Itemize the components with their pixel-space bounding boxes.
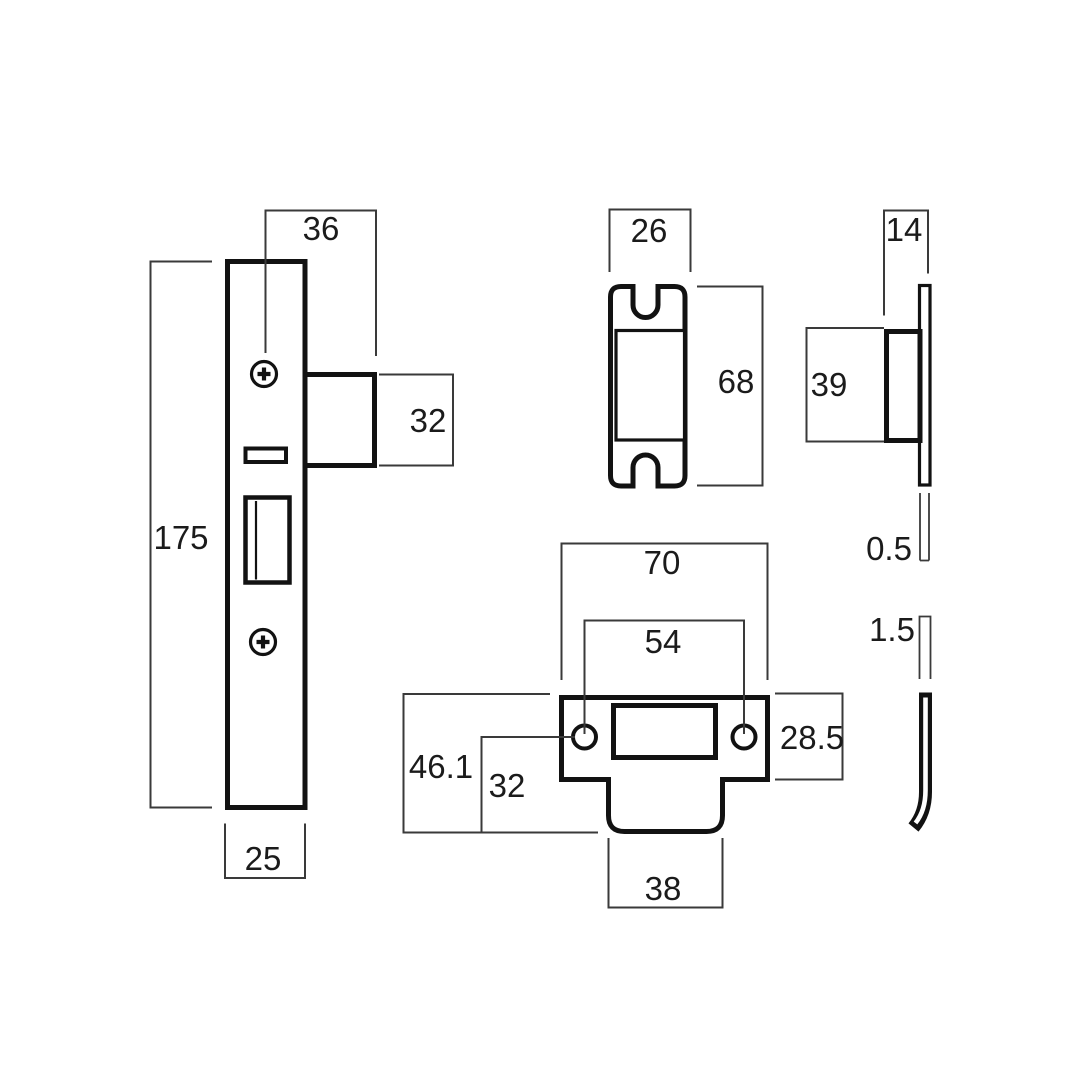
dim-lip-height: 28.5 xyxy=(775,692,844,781)
view-forend-side: 14 39 0.5 xyxy=(805,209,932,567)
dim-bracket xyxy=(883,209,929,316)
phillips-screw-icon xyxy=(249,359,279,389)
dim-label-plate-thickness: 0.5 xyxy=(866,530,912,567)
dim-bracket xyxy=(607,838,724,909)
dim-label-case-height: 175 xyxy=(153,519,208,556)
deadbolt-outline xyxy=(243,495,292,585)
screw-cross xyxy=(256,635,270,649)
dim-strike-height: 46.1 xyxy=(402,693,598,834)
dim-bracket xyxy=(697,285,764,487)
deadbolt xyxy=(243,495,292,585)
dim-label-tab-width: 38 xyxy=(645,870,682,907)
dim-case-depth: 14 xyxy=(883,209,929,316)
view-strike-front: 70 54 28.5 46.1 32 38 xyxy=(402,542,844,909)
view-forend-front: 26 68 xyxy=(608,208,764,489)
dim-extension-lines xyxy=(919,493,930,562)
dim-label-strike-width: 70 xyxy=(644,544,681,581)
dim-bracket xyxy=(379,373,454,467)
dim-label-hole-centres: 54 xyxy=(645,623,682,660)
view-strike-side: 1.5 xyxy=(869,611,932,832)
screw-head xyxy=(249,359,279,389)
dim-case-edge-height: 39 xyxy=(805,327,884,443)
screw-head xyxy=(248,627,278,657)
dim-forend-height: 68 xyxy=(697,285,764,487)
dim-label-strike-height: 46.1 xyxy=(409,748,473,785)
dim-strike-width: 70 xyxy=(560,542,769,680)
dim-label-case-width: 25 xyxy=(245,840,282,877)
dim-label-lip-height: 28.5 xyxy=(780,719,844,756)
lock-case-edge xyxy=(884,329,923,443)
dim-label-case-depth: 14 xyxy=(886,211,923,248)
spindle-slot xyxy=(243,446,288,464)
dim-bracket xyxy=(583,619,745,734)
dim-bracket xyxy=(608,208,692,272)
dim-bracket xyxy=(775,692,844,781)
dim-forend-width: 26 xyxy=(608,208,692,272)
screw-cross xyxy=(257,367,271,381)
phillips-screw-icon xyxy=(248,627,278,657)
dim-label-strike-thickness: 1.5 xyxy=(869,611,915,648)
view-lock-case-front: 175 36 32 25 xyxy=(149,209,454,879)
latch-bolt xyxy=(302,372,377,468)
dim-label-width-top: 36 xyxy=(303,210,340,247)
dim-bracket xyxy=(560,542,769,680)
dim-label-forend-height: 68 xyxy=(718,363,755,400)
strike-plate-edge-core xyxy=(913,697,928,825)
dim-label-case-edge-height: 39 xyxy=(811,366,848,403)
latch-opening xyxy=(614,328,687,442)
dim-extension-lines xyxy=(918,615,932,679)
dim-bracket xyxy=(805,327,884,443)
dim-label-forend-width: 26 xyxy=(631,212,668,249)
dim-bracket xyxy=(149,260,212,809)
dim-width-top: 36 xyxy=(264,209,377,356)
dim-bracket xyxy=(480,736,575,833)
dim-plate-thickness: 0.5 xyxy=(866,493,930,567)
dim-label-latch-height: 32 xyxy=(410,402,447,439)
dim-label-hole-to-bottom: 32 xyxy=(489,767,526,804)
dim-bracket xyxy=(264,209,377,356)
dim-case-width: 25 xyxy=(224,823,306,879)
dim-latch-height: 32 xyxy=(379,373,454,467)
dim-tab-width: 38 xyxy=(607,838,724,909)
dim-strike-thickness: 1.5 xyxy=(869,611,932,679)
dim-case-height: 175 xyxy=(149,260,212,809)
dim-hole-to-bottom: 32 xyxy=(480,736,575,833)
strike-opening xyxy=(611,703,718,760)
dim-hole-centres: 54 xyxy=(583,619,745,734)
dim-bracket xyxy=(224,823,306,879)
dim-bracket xyxy=(402,693,598,834)
